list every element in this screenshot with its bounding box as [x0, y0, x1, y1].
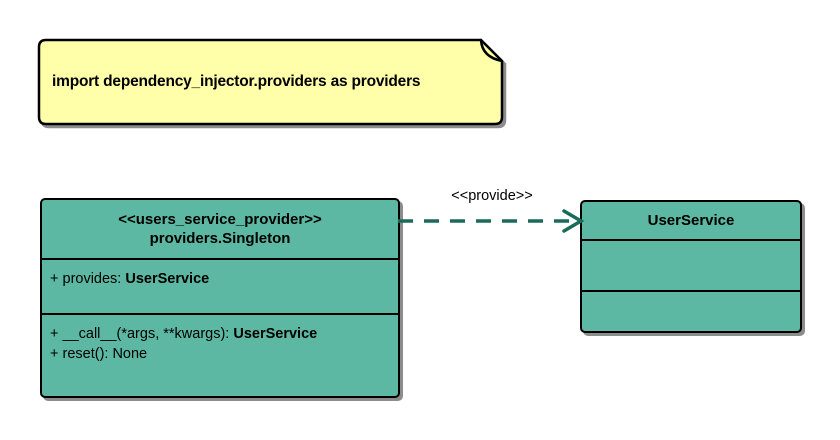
class-title-compartment: <<users_service_provider>> providers.Sin… — [42, 200, 398, 258]
method-return-type: UserService — [233, 326, 318, 342]
connector-provide-dependency[interactable] — [396, 186, 588, 234]
attribute-visibility: + — [50, 271, 59, 287]
class-box-user-service[interactable]: UserService — [580, 200, 802, 333]
note-shape — [37, 38, 504, 126]
method-row: + reset(): None — [50, 344, 390, 364]
method-label: reset(): None — [62, 346, 148, 362]
class-attributes-compartment — [582, 239, 800, 290]
attribute-row: + provides: UserService — [50, 269, 390, 289]
connector-label: <<provide>> — [451, 188, 533, 204]
class-methods-compartment — [582, 290, 800, 331]
class-name: providers.Singleton — [149, 230, 291, 247]
class-stereotype: <<users_service_provider>> — [118, 211, 322, 228]
attribute-label: provides: — [62, 271, 126, 287]
class-title-compartment: UserService — [582, 202, 800, 239]
class-attributes-compartment: + provides: UserService — [42, 258, 398, 313]
method-label: __call__(*args, **kwargs): — [62, 326, 234, 342]
class-name: UserService — [647, 212, 735, 229]
method-visibility: + — [50, 346, 59, 362]
connector-open-arrowhead — [562, 209, 585, 233]
attribute-type: UserService — [125, 271, 210, 287]
note-import[interactable]: import dependency_injector.providers as … — [37, 38, 504, 126]
class-methods-compartment: + __call__(*args, **kwargs): UserService… — [42, 313, 398, 396]
class-box-users-service-provider[interactable]: <<users_service_provider>> providers.Sin… — [40, 198, 400, 398]
method-visibility: + — [50, 326, 59, 342]
method-row: + __call__(*args, **kwargs): UserService — [50, 324, 390, 344]
